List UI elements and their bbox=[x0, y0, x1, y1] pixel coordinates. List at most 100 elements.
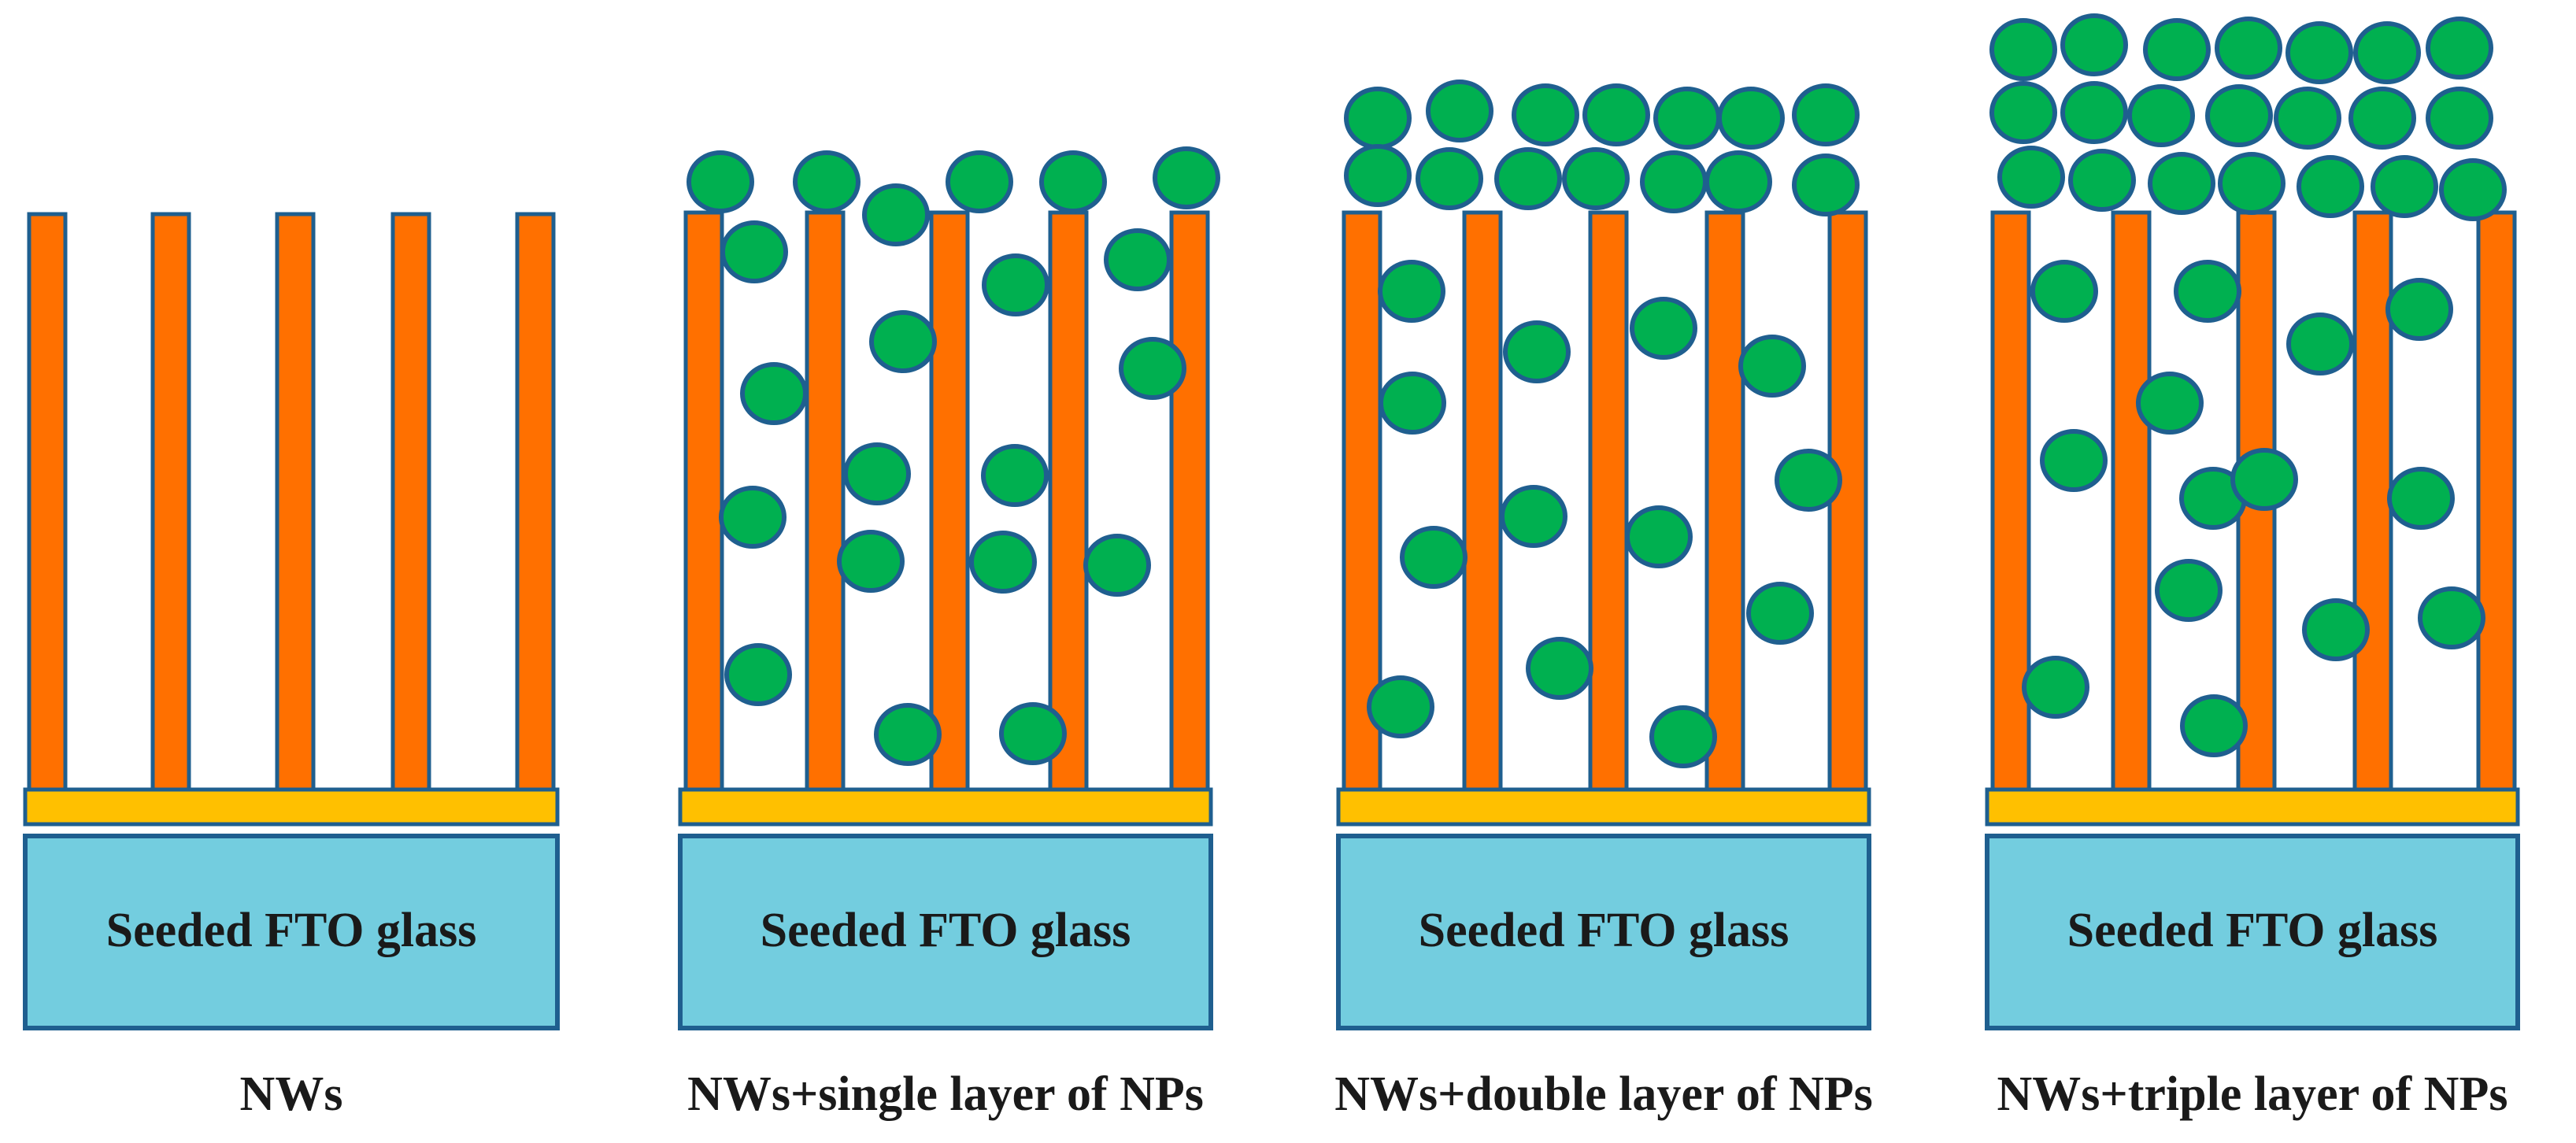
nanoparticle bbox=[2387, 467, 2455, 530]
nanoparticle bbox=[969, 531, 1037, 594]
panel-caption: NWs+double layer of NPs bbox=[1334, 1067, 1872, 1121]
nanoparticle bbox=[719, 486, 786, 549]
nanoparticle bbox=[837, 530, 905, 593]
nanoparticle bbox=[2030, 260, 2098, 323]
nanoparticle bbox=[2180, 694, 2248, 757]
fto-glass-substrate bbox=[23, 834, 560, 1030]
nanoparticle bbox=[2205, 84, 2273, 147]
nanoparticle bbox=[2143, 18, 2211, 81]
fto-glass-substrate bbox=[1336, 834, 1871, 1030]
nanoparticle bbox=[1775, 449, 1842, 512]
nanowire bbox=[1169, 210, 1210, 793]
nanoparticle bbox=[2136, 372, 2204, 435]
nanoparticle bbox=[793, 150, 861, 213]
nanoparticle bbox=[2040, 429, 2108, 492]
nanowire bbox=[2111, 210, 2152, 793]
nanoparticle bbox=[2127, 84, 2195, 147]
panel-caption: NWs bbox=[240, 1067, 343, 1121]
nanowire bbox=[150, 212, 191, 793]
nanowire bbox=[27, 212, 68, 793]
glass-label: Seeded FTO glass bbox=[1419, 904, 1790, 957]
nanoparticle bbox=[2348, 87, 2416, 150]
nanoparticle bbox=[2274, 87, 2341, 150]
panel-caption: NWs+triple layer of NPs bbox=[1997, 1067, 2508, 1121]
nanoparticle bbox=[843, 442, 911, 505]
nanoparticle bbox=[2215, 17, 2282, 80]
nanoparticle bbox=[2285, 21, 2353, 84]
nanoparticle bbox=[687, 150, 754, 213]
nanowire bbox=[1588, 210, 1629, 793]
nanoparticle bbox=[1746, 582, 1814, 645]
nanoparticle bbox=[869, 310, 937, 373]
nanoparticle bbox=[1562, 147, 1630, 210]
nanowire bbox=[1704, 210, 1745, 793]
nanowire bbox=[2476, 210, 2517, 793]
nanoparticle bbox=[1512, 83, 1579, 146]
nanoparticle bbox=[1625, 505, 1693, 568]
nanowire bbox=[1990, 210, 2031, 793]
nanowire bbox=[515, 212, 556, 793]
nanoparticle bbox=[2385, 278, 2453, 341]
nanoparticle bbox=[2218, 152, 2285, 215]
nanoparticle bbox=[1526, 637, 1593, 700]
nanoparticle bbox=[1653, 87, 1721, 150]
nanoparticle bbox=[2148, 152, 2215, 215]
seed-layer bbox=[23, 787, 560, 827]
nanoparticle bbox=[982, 253, 1049, 316]
glass-label: Seeded FTO glass bbox=[106, 904, 477, 957]
fto-glass-substrate bbox=[678, 834, 1213, 1030]
seed-layer bbox=[678, 787, 1213, 827]
fto-glass-substrate bbox=[1985, 834, 2520, 1030]
nanoparticle bbox=[2068, 149, 2136, 212]
nanoparticle bbox=[740, 362, 808, 425]
glass-label: Seeded FTO glass bbox=[2067, 904, 2438, 957]
nanoparticle bbox=[1344, 87, 1412, 150]
nanowire bbox=[275, 212, 316, 793]
nanoparticle bbox=[1400, 526, 1468, 589]
nanoparticle bbox=[1649, 705, 1717, 768]
nanoparticle bbox=[1717, 87, 1785, 150]
nanoparticle bbox=[2230, 448, 2298, 511]
nanoparticle bbox=[1738, 335, 1806, 398]
nanoparticle bbox=[946, 150, 1013, 213]
seed-layer bbox=[1985, 787, 2520, 827]
nanoparticle bbox=[2353, 21, 2421, 84]
nanowire bbox=[805, 210, 846, 793]
nanoparticle bbox=[1153, 146, 1220, 209]
nanowire bbox=[683, 210, 724, 793]
nanowire bbox=[929, 210, 970, 793]
nanoparticle bbox=[1792, 154, 1860, 216]
nanoparticle bbox=[1426, 80, 1493, 142]
nanoparticle bbox=[2302, 598, 2370, 661]
nanoparticle bbox=[720, 220, 788, 283]
nanoparticle bbox=[2060, 13, 2128, 76]
nanoparticle bbox=[981, 444, 1049, 507]
nanoparticle bbox=[999, 702, 1067, 765]
nanoparticle bbox=[2371, 155, 2438, 218]
nanoparticle bbox=[2297, 155, 2364, 218]
nanoparticle bbox=[1997, 146, 2065, 209]
nanoparticle bbox=[1378, 260, 1445, 323]
nanoparticle bbox=[1500, 485, 1567, 548]
nanowire bbox=[2352, 210, 2393, 793]
nanoparticle bbox=[1989, 18, 2057, 81]
nanoparticle bbox=[1379, 372, 1446, 435]
nanoparticle bbox=[724, 643, 792, 706]
nanoparticle bbox=[1416, 147, 1483, 210]
nanoparticle bbox=[2155, 559, 2223, 622]
nanoparticle bbox=[2439, 158, 2507, 221]
nanoparticle bbox=[2418, 586, 2485, 649]
nanowire bbox=[1048, 210, 1089, 793]
nanoparticle bbox=[1630, 297, 1697, 360]
nanowire bbox=[1462, 210, 1503, 793]
nanoparticle bbox=[1494, 147, 1562, 210]
nanoparticle bbox=[2174, 260, 2241, 323]
nanoparticle bbox=[1083, 534, 1151, 597]
nanowire bbox=[1827, 210, 1868, 793]
glass-label: Seeded FTO glass bbox=[761, 904, 1131, 957]
nanowire bbox=[390, 212, 431, 793]
